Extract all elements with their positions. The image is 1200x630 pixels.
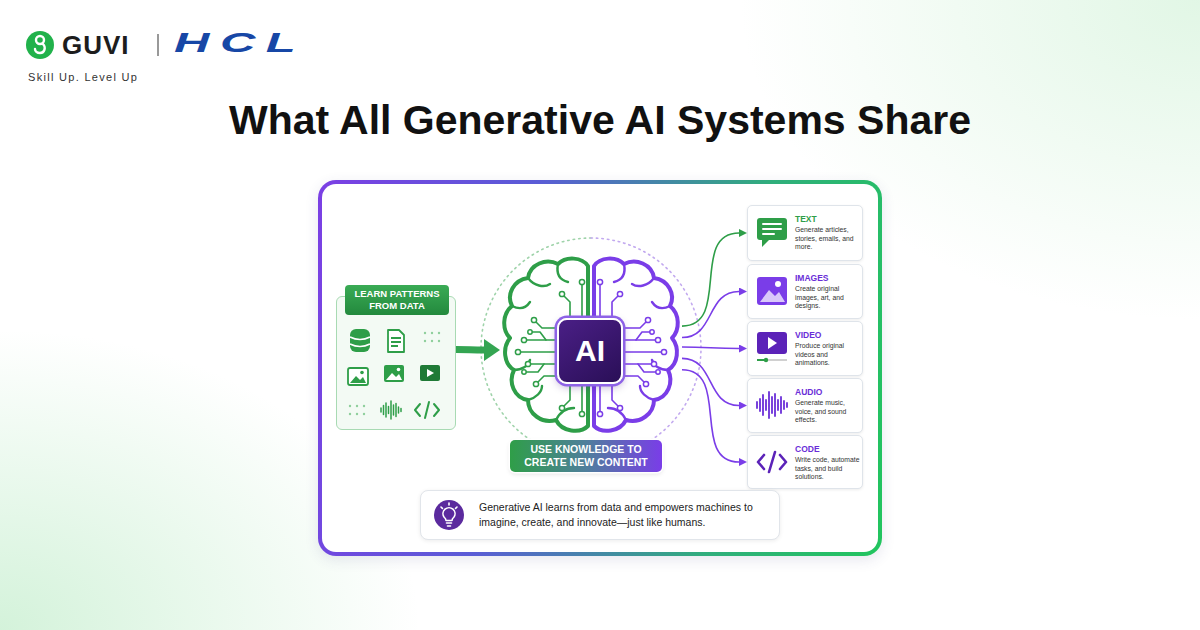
code-icon bbox=[758, 452, 786, 472]
waveform-icon bbox=[757, 392, 787, 418]
data-panel: LEARN PATTERNS FROM DATA bbox=[336, 296, 456, 430]
image-icon bbox=[384, 365, 404, 382]
ai-brain: AI bbox=[500, 252, 682, 442]
code-icon bbox=[415, 402, 439, 418]
card-description: Produce original videos and animations. bbox=[795, 342, 861, 368]
image-icon bbox=[397, 368, 401, 372]
logo-mark bbox=[36, 36, 44, 44]
banner-text: USE KNOWLEDGE TO CREATE NEW CONTENT bbox=[510, 443, 662, 469]
flow-arrow bbox=[682, 358, 739, 405]
output-card: AUDIO Generate music, voice, and sound ef… bbox=[747, 378, 863, 433]
logo-mark bbox=[26, 31, 54, 59]
database-icon bbox=[350, 329, 370, 352]
video-icon bbox=[757, 359, 766, 361]
lightbulb-icon bbox=[441, 503, 457, 526]
dot-grid bbox=[431, 340, 433, 342]
summary-text: Generative AI learns from data and empow… bbox=[479, 500, 761, 530]
text-icon bbox=[757, 218, 787, 240]
image-icon bbox=[348, 368, 368, 385]
video-icon bbox=[427, 369, 434, 377]
dot-grid bbox=[431, 332, 433, 334]
document-icon bbox=[391, 338, 401, 346]
text-icon bbox=[763, 224, 781, 234]
dot-grid bbox=[424, 340, 426, 342]
dot-grid bbox=[356, 405, 358, 407]
flow-arrow bbox=[682, 370, 739, 462]
brand-name: GUVI bbox=[62, 30, 130, 60]
text-icon bbox=[757, 218, 787, 247]
waveform-icon bbox=[381, 401, 401, 419]
dot-grid bbox=[438, 332, 440, 334]
image-icon bbox=[350, 376, 366, 383]
text-icon bbox=[762, 239, 770, 247]
summary-box: Generative AI learns from data and empow… bbox=[420, 490, 780, 540]
image-icon bbox=[757, 277, 787, 305]
card-description: Generate articles, stories, emails, and … bbox=[795, 226, 861, 252]
video-icon bbox=[757, 332, 787, 362]
output-card: VIDEO Produce original videos and animati… bbox=[747, 321, 863, 376]
brand-tagline: Skill Up. Level Up bbox=[28, 70, 138, 84]
diagram-title: What All Generative AI Systems Share bbox=[0, 97, 1200, 144]
image-icon bbox=[348, 368, 368, 385]
video-icon bbox=[757, 359, 787, 361]
dot-grid bbox=[349, 405, 351, 407]
document-icon bbox=[388, 330, 404, 352]
video-icon bbox=[757, 332, 787, 354]
database-icon bbox=[350, 329, 370, 352]
dot-grid bbox=[356, 413, 358, 415]
dot-grid bbox=[424, 332, 426, 334]
output-card: CODE Write code, automate tasks, and buil… bbox=[747, 435, 863, 489]
card-description: Generate music, voice, and sound effects… bbox=[795, 399, 861, 425]
image-icon bbox=[384, 365, 404, 382]
flow-arrow bbox=[682, 292, 739, 338]
card-heading: CODE bbox=[795, 444, 820, 454]
dot-grid bbox=[363, 405, 365, 407]
lightbulb-icon bbox=[434, 500, 464, 530]
lightbulb-icon bbox=[434, 500, 464, 530]
image-icon bbox=[775, 281, 781, 287]
video-icon bbox=[420, 365, 440, 381]
dot-grid bbox=[349, 413, 351, 415]
image-icon bbox=[386, 373, 402, 380]
card-description: Write code, automate tasks, and build so… bbox=[795, 456, 861, 482]
dot-grid bbox=[349, 405, 365, 415]
image-icon bbox=[360, 371, 364, 375]
logo-divider bbox=[157, 34, 159, 56]
ai-chip-label: AI bbox=[557, 318, 623, 384]
dot-grid bbox=[424, 332, 440, 342]
dot-grid bbox=[438, 340, 440, 342]
output-banner: USE KNOWLEDGE TO CREATE NEW CONTENT bbox=[510, 440, 662, 472]
flow-arrow bbox=[682, 347, 739, 349]
lightbulb-icon bbox=[443, 508, 455, 521]
image-icon bbox=[760, 290, 785, 302]
document-icon bbox=[388, 330, 404, 352]
database-icon bbox=[350, 337, 370, 347]
output-card: IMAGES Create original images, art, and d… bbox=[747, 264, 863, 319]
card-heading: VIDEO bbox=[795, 330, 821, 340]
output-card: TEXT Generate articles, stories, emails, … bbox=[747, 205, 863, 261]
card-heading: AUDIO bbox=[795, 387, 822, 397]
card-heading: TEXT bbox=[795, 214, 817, 224]
flow-arrow bbox=[456, 346, 484, 353]
video-icon bbox=[420, 365, 440, 381]
dot-grid bbox=[363, 413, 365, 415]
brand-name: HCL bbox=[174, 28, 306, 58]
card-heading: IMAGES bbox=[795, 273, 829, 283]
logo-mark bbox=[35, 44, 45, 53]
panel-heading: LEARN PATTERNS FROM DATA bbox=[345, 285, 449, 315]
video-icon bbox=[764, 358, 768, 362]
card-description: Create original images, art, and designs… bbox=[795, 285, 861, 311]
image-icon bbox=[757, 277, 787, 305]
video-icon bbox=[768, 337, 777, 349]
flow-arrow bbox=[682, 233, 739, 326]
